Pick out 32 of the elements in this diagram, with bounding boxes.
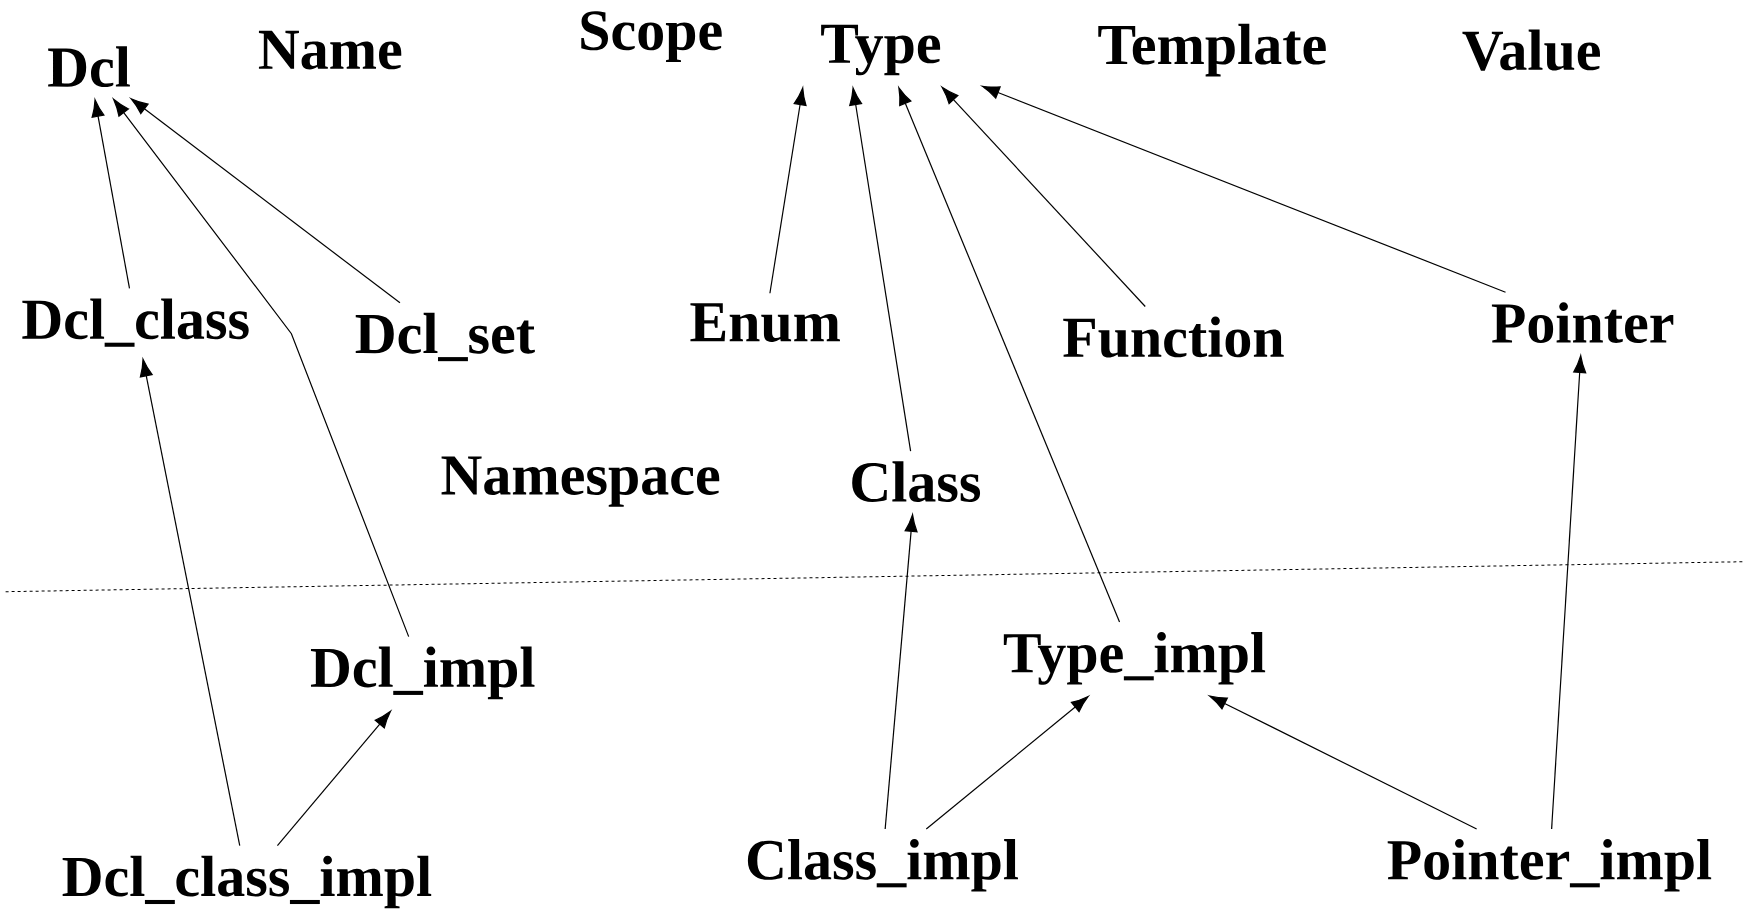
- class-label: Value: [1462, 29, 1600, 71]
- arrow: [981, 85, 1507, 293]
- arrow: [113, 98, 410, 638]
- arrow: [91, 99, 131, 290]
- arrow: [769, 87, 807, 294]
- arrow: [1209, 695, 1478, 830]
- arrow: [925, 695, 1089, 830]
- arrow: [884, 514, 918, 830]
- class-label: Dcl: [48, 46, 130, 88]
- class-label: Type: [821, 24, 941, 76]
- arrow: [849, 87, 912, 452]
- class-label: Dcl_set: [355, 312, 535, 362]
- class-label: Function: [1063, 316, 1284, 358]
- class-label: Template: [1098, 23, 1326, 77]
- arrow: [941, 86, 1146, 308]
- arrow: [276, 710, 392, 847]
- arrow: [139, 358, 241, 847]
- class-label: Pointer_impl: [1387, 839, 1712, 892]
- arrow: [1551, 355, 1587, 830]
- class-label: Dcl_class: [22, 298, 249, 347]
- class-label: Class: [852, 461, 981, 502]
- class-label: Name: [258, 30, 402, 70]
- class-label: Scope: [581, 11, 722, 63]
- class-label: Enum: [690, 303, 840, 342]
- arrow: [898, 87, 1121, 623]
- class-label: Type_impl: [1003, 632, 1266, 685]
- class-label: Class_impl: [747, 839, 1018, 892]
- class-label: Dcl_impl: [310, 646, 535, 700]
- class-label: Namespace: [441, 456, 720, 507]
- class-label: Dcl_class_impl: [62, 855, 432, 909]
- class-label: Pointer: [1491, 302, 1674, 343]
- arrow: [130, 98, 401, 304]
